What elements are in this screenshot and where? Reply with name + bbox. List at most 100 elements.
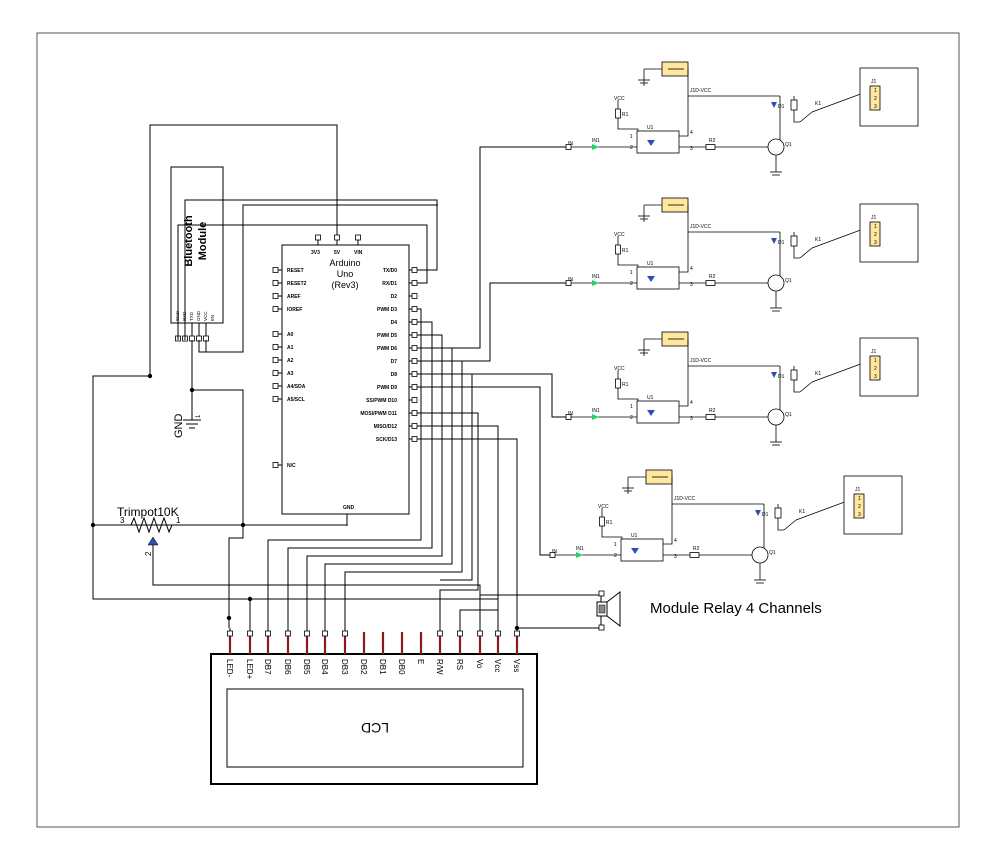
ch3-vcc: VCC [614,366,625,372]
ch3-d1: D1 [778,374,785,380]
trimpot-pin2: 2 [144,551,153,556]
lcd-pin-rw: R/W [435,659,444,675]
ch1-j1: J1 [871,79,877,85]
arduino-pin-nc: N/C [287,463,296,469]
arduino-pin-3v3: 3V3 [311,250,320,256]
relay-module-label: Module Relay 4 Channels [650,600,822,617]
ch3-q1: Q1 [785,412,792,418]
lcd-pin-vcc: Vcc [493,659,502,672]
ch1-d1: D1 [778,104,785,110]
arduino-pin-d8: D8 [391,372,398,378]
lcd-label: LCD [361,720,389,736]
ch4-k1: K1 [799,509,805,515]
ch4-term2: 2 [858,504,861,510]
ch4-j1vcc: J1D-VCC [674,496,696,502]
ch1-term1: 1 [874,88,877,94]
relay-channel-1: VCC J1D-VCC R1 U1 1 2 4 3 R2 Q1 IN1 IN D… [565,61,919,176]
ch4-term3: 3 [858,512,861,518]
ch3-term1: 1 [874,358,877,364]
bt-pin-en: EN [210,315,215,321]
arduino-pin-d1: RX/D1 [382,281,397,287]
ch3-r2: R2 [709,408,716,414]
ch1-r1: R1 [622,112,629,118]
ch4-r1: R1 [606,520,613,526]
arduino-pin-reset2: RESET2 [287,281,307,287]
junction-dots [90,373,520,631]
arduino-pin-d11: MOSI/PWM D11 [360,411,397,417]
speaker [596,590,621,631]
ch4-pin4: 4 [674,538,677,544]
ch1-pin4: 4 [690,130,693,136]
ch2-r1: R1 [622,248,629,254]
arduino-pin-d12: MISO/D12 [374,424,398,430]
lcd-pin-e: E [416,659,425,664]
ch2-d1: D1 [778,240,785,246]
bluetooth-title-line2: Module [197,222,209,261]
lcd-pin-db4: DB4 [320,659,329,675]
relay-channel-2: VCC J1D-VCC R1 U1 1 2 4 3 R2 Q1 IN1 IN D… [565,197,919,312]
ch1-pin3: 3 [690,146,693,152]
lcd-pin-db6: DB6 [283,659,292,675]
arduino-pin-gnd: GND [343,505,355,511]
ch2-term1: 1 [874,224,877,230]
ch3-r1: R1 [622,382,629,388]
gnd-label: GND [173,414,185,439]
ch1-q1: Q1 [785,142,792,148]
arduino-pin-a4: A4/SDA [287,384,306,390]
ch2-pin2: 2 [630,281,633,287]
relay-channel-4: VCC J1D-VCC R1 U1 1 2 4 3 R2 Q1 IN1 IN D… [549,469,903,584]
trimpot-pin3: 3 [120,516,125,525]
lcd-pin-led-minus: LED- [225,659,234,678]
bt-pin-txd: TXD [189,311,194,321]
ch4-u1: U1 [631,533,638,539]
arduino-uno: Arduino Uno (Rev3) 3V3 5V VIN RESET RESE… [272,234,418,526]
ch1-u1: U1 [647,125,654,131]
ch3-in1: IN1 [592,408,600,414]
ground-symbol-main: GND 1 [173,405,202,438]
ch4-r2: R2 [693,546,700,552]
arduino-pin-d4: D4 [391,320,398,326]
lcd-pin-db1: DB1 [378,659,387,675]
lcd-pin-db2: DB2 [359,659,368,675]
ch2-term3: 3 [874,240,877,246]
ch4-d1: D1 [762,512,769,518]
arduino-title-2: Uno [337,269,354,279]
ch3-j1vcc: J1D-VCC [690,358,712,364]
lcd-display: LCD [210,630,538,785]
ch4-j1: J1 [855,487,861,493]
arduino-title-1: Arduino [329,258,360,268]
ch2-term2: 2 [874,232,877,238]
ch4-in: IN [552,549,557,555]
ch3-term2: 2 [874,366,877,372]
lcd-pin-rs: RS [455,659,464,670]
lcd-pin-led-plus: LED+ [245,659,254,680]
ch2-vcc: VCC [614,232,625,238]
ch4-term1: 1 [858,496,861,502]
ch3-k1: K1 [815,371,821,377]
gnd-pin-number: 1 [196,414,202,418]
arduino-pin-reset: RESET [287,268,304,274]
arduino-pin-d3: PWM D3 [377,307,397,313]
ch2-pin3: 3 [690,282,693,288]
arduino-pin-a2: A2 [287,358,294,364]
bt-pin-vcc: VCC [203,311,208,321]
ch2-j1vcc: J1D-VCC [690,224,712,230]
arduino-pin-d9: PWM D9 [377,385,397,391]
arduino-pin-d6: PWM D6 [377,346,397,352]
ch4-pin2: 2 [614,553,617,559]
arduino-pin-ioref: IOREF [287,307,302,313]
ch2-u1: U1 [647,261,654,267]
bt-pin-gnd: GND [196,310,201,321]
wiring [92,124,601,632]
arduino-pin-d2: D2 [391,294,398,300]
ch2-in: IN [568,277,573,283]
ch1-r2: R2 [709,138,716,144]
ch2-k1: K1 [815,237,821,243]
ch1-k1: K1 [815,101,821,107]
trimpot-pin1: 1 [176,516,181,525]
arduino-pin-d5: PWM D5 [377,333,397,339]
ch1-pin2: 2 [630,145,633,151]
arduino-pin-d10: SS/PWM D10 [366,398,397,404]
arduino-pin-vin: VIN [354,250,363,256]
